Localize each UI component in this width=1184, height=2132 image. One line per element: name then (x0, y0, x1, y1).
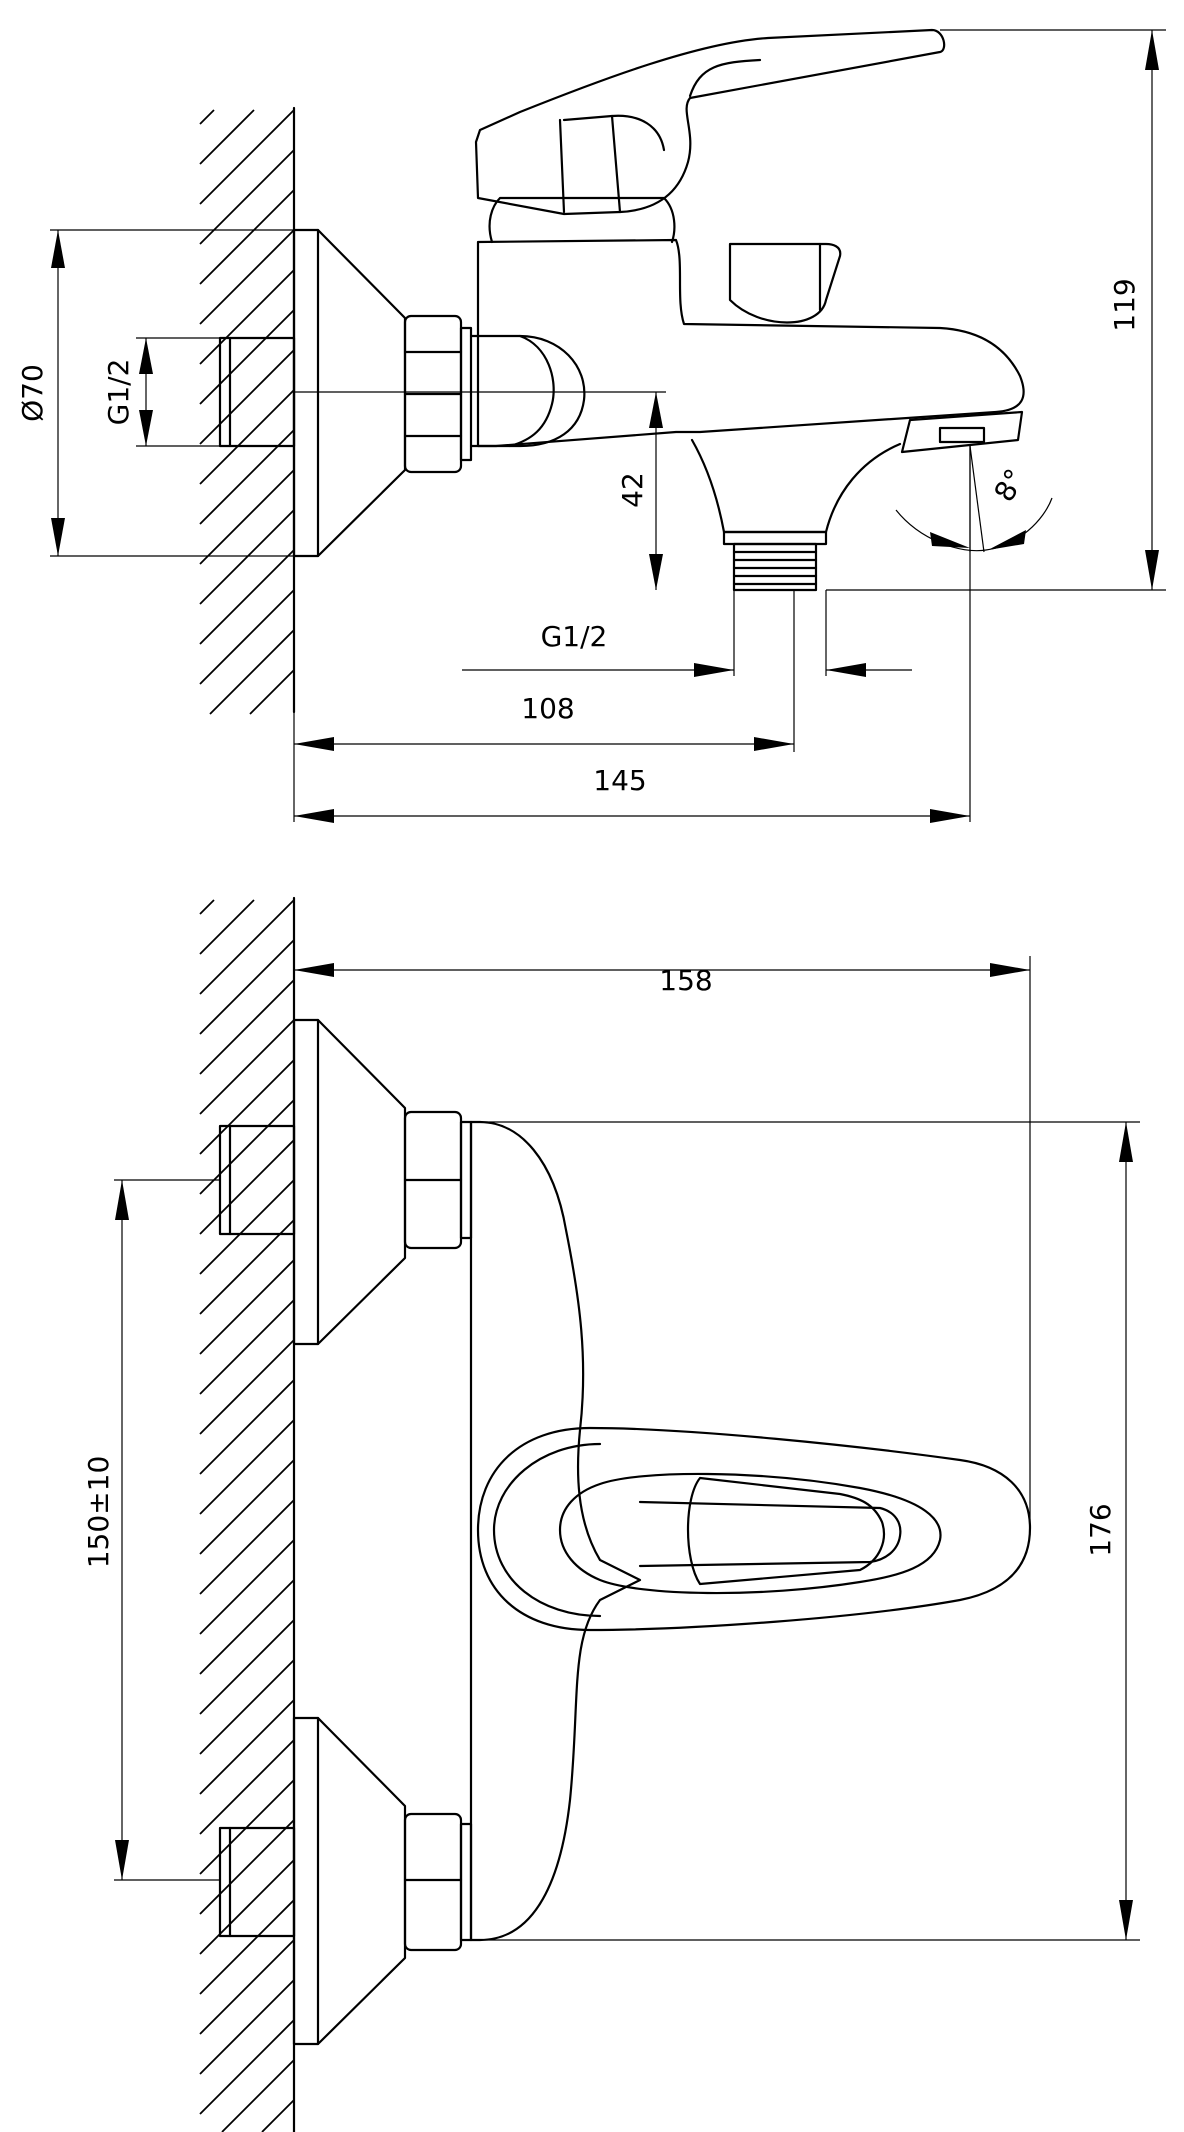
dimension-angle: 8° (895, 445, 1053, 553)
dim-label-angle: 8° (988, 463, 1032, 507)
dimension-outlet-distance: 108 (293, 590, 795, 822)
dimension-inlet-spacing: 150±10 (82, 1179, 220, 1881)
dim-label-total-width: 176 (1084, 1503, 1117, 1556)
lever-handle-top (476, 1426, 1032, 1632)
dimension-total-depth-side: 145 (294, 446, 971, 823)
top-view: 158 176 150±10 (82, 896, 1140, 2132)
aerator (900, 410, 1024, 454)
escutcheon-side (292, 228, 407, 558)
outlet-thread (732, 542, 818, 592)
dim-label-outlet-distance: 108 (521, 692, 574, 725)
lever-handle-side (474, 28, 946, 216)
dim-label-outlet-thread: G1/2 (541, 620, 608, 653)
wall-hatching-top (199, 106, 296, 715)
mixer-body-top (469, 1120, 642, 1942)
inlet-lower (218, 1716, 473, 2046)
diverter-knob (728, 242, 842, 324)
wall-hatching-bottom (199, 896, 296, 2132)
dim-label-total-depth-top: 158 (659, 964, 712, 997)
dim-label-outlet-height: 42 (616, 472, 649, 508)
dimension-total-height: 119 (826, 29, 1166, 591)
dimension-total-depth-top: 158 (294, 956, 1031, 1528)
dim-label-inlet-thread: G1/2 (102, 359, 135, 426)
dimension-outlet-thread: G1/2 (462, 590, 912, 677)
dimension-outlet-height: 42 (616, 392, 663, 590)
dim-label-total-height: 119 (1108, 278, 1141, 331)
inlet-pipe-side (218, 336, 296, 448)
mixer-body-side (476, 238, 1025, 448)
hex-nut-side (403, 314, 473, 474)
dimension-total-width: 176 (480, 1121, 1140, 1941)
side-view: Ø70 G1/2 42 8° (16, 28, 1166, 823)
dim-label-inlet-spacing: 150±10 (82, 1456, 115, 1569)
dim-label-total-depth-side: 145 (593, 764, 646, 797)
dim-label-diameter: Ø70 (16, 364, 49, 422)
dimension-diameter: Ø70 (16, 229, 294, 557)
dimension-inlet-thread: G1/2 (102, 337, 220, 447)
